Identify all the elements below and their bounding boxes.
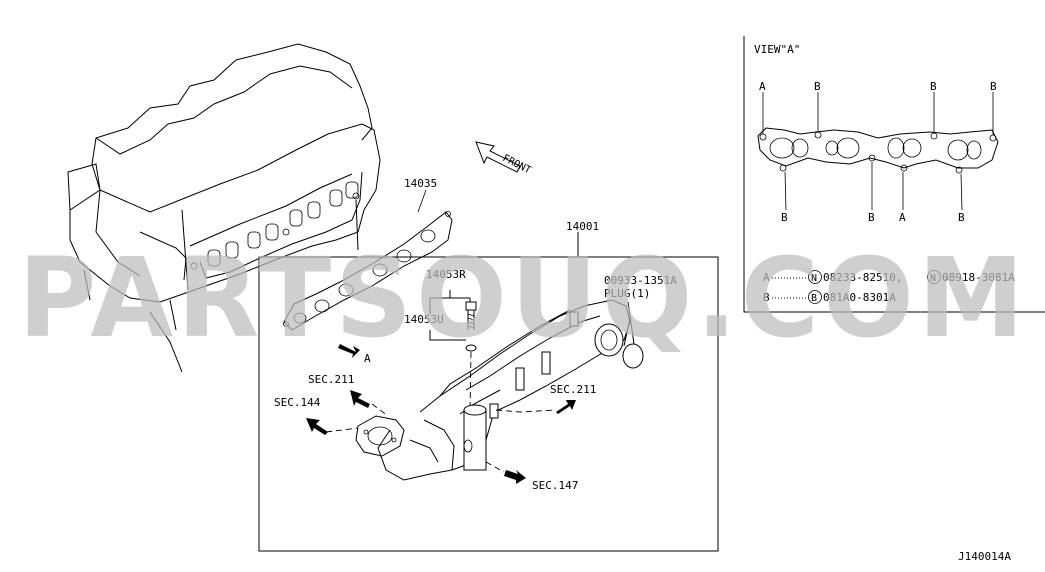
- label-plug-name: PLUG(1): [604, 287, 650, 300]
- view-a-marker-bottom-1: B: [781, 211, 788, 224]
- view-a-title: VIEW"A": [754, 43, 800, 56]
- ref-sec144: SEC.144: [274, 396, 321, 409]
- ref-sec211-right: SEC.211: [550, 383, 596, 396]
- engine-block-drawing: [67, 43, 381, 373]
- label-14001: 14001: [566, 220, 599, 233]
- diagram-id: J140014A: [958, 550, 1011, 563]
- label-14053U: 14053U: [404, 313, 444, 326]
- legend-b-part1: 081A0-8301A: [823, 291, 896, 304]
- label-plug-part: 00933-1351A: [604, 274, 677, 287]
- legend-b-key: B: [763, 291, 770, 304]
- view-a-marker-top-4: B: [990, 80, 997, 93]
- view-a-marker-bottom-2: B: [868, 211, 875, 224]
- watermark: PARTSOUQ.COM: [18, 234, 1028, 362]
- view-a-frame: [743, 36, 1045, 313]
- legend-a-circle2: N: [930, 273, 936, 284]
- legend-a-key: A: [763, 271, 770, 284]
- view-a-marker-bottom-3: A: [899, 211, 906, 224]
- legend-a-circle1: N: [811, 273, 817, 284]
- front-arrow: [475, 141, 521, 173]
- label-14035: 14035: [404, 177, 437, 190]
- legend-b-circle1: B: [811, 293, 817, 304]
- view-a-gasket: [757, 92, 999, 211]
- assembly-frame: [258, 256, 719, 552]
- label-14053R: 14053R: [426, 268, 466, 281]
- ref-a-label: A: [364, 352, 371, 365]
- view-a-marker-bottom-4: B: [958, 211, 965, 224]
- view-a-marker-top-1: A: [759, 80, 766, 93]
- ref-arrows: [306, 344, 576, 484]
- legend-a-part1: 08233-82510,: [823, 271, 902, 284]
- ref-sec147: SEC.147: [532, 479, 578, 492]
- stud-bolt: [465, 301, 477, 352]
- view-a-legend: A N 08233-82510, N 08918-3081A B B 081A0…: [763, 270, 1015, 304]
- intake-manifold-drawing: [355, 299, 644, 481]
- front-label: FRONT: [501, 153, 533, 176]
- gasket-14035-drawing: [283, 189, 453, 331]
- legend-a-part2: 08918-3081A: [942, 271, 1015, 284]
- view-a-marker-top-2: B: [814, 80, 821, 93]
- ref-sec211-left: SEC.211: [308, 373, 354, 386]
- view-a-marker-top-3: B: [930, 80, 937, 93]
